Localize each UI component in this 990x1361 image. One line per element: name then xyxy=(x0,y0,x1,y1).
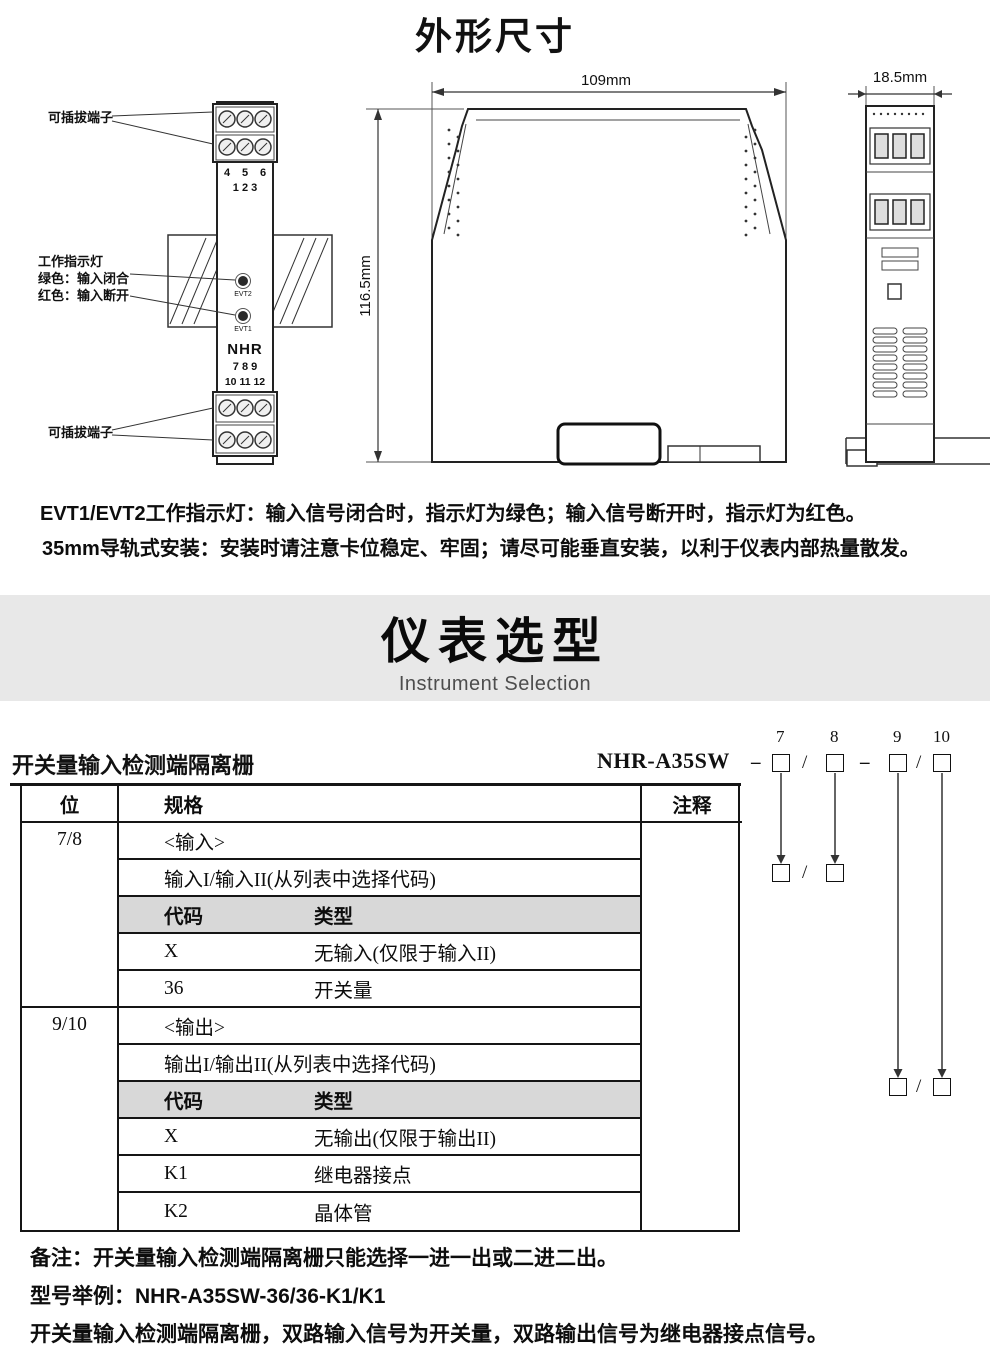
code-box-input-2 xyxy=(826,864,844,882)
indicator-label-line3: 红色：输入断开 xyxy=(38,288,129,303)
terminal-numbers-789: 7 8 9 xyxy=(233,361,257,373)
input-desc: 输入I/输入II(从列表中选择代码) xyxy=(117,860,642,897)
col-header-note: 注释 xyxy=(642,786,742,823)
table-top-rule xyxy=(10,783,741,786)
code-value: X xyxy=(164,1125,179,1147)
din-clip-block xyxy=(556,422,662,466)
section-banner: 仪表选型 Instrument Selection xyxy=(0,595,990,701)
type-value: 继电器接点 xyxy=(314,1166,412,1187)
type-header-label: 类型 xyxy=(314,1092,354,1113)
code-box-10 xyxy=(933,754,951,772)
dimensions-title: 外形尺寸 xyxy=(415,16,575,57)
type-value: 无输出(仅限于输出II) xyxy=(314,1129,496,1150)
terminal-numbers-101112: 10 11 12 xyxy=(225,376,265,388)
dash-separator: – xyxy=(751,752,761,773)
code-box-input-1 xyxy=(772,864,790,882)
footer-note-3: 开关量输入检测端隔离栅，双路输入信号为开关量，双路输出信号为继电器接点信号。 xyxy=(30,1323,828,1346)
type-value: 无输入(仅限于输入II) xyxy=(314,944,496,965)
code-value: X xyxy=(164,940,179,962)
dimension-drawings: 4 5 6 1 2 3 EVT2 EVT1 NHR 7 8 9 10 11 12 xyxy=(38,69,990,467)
indicator-note: EVT1/EVT2工作指示灯：输入信号闭合时，指示灯为绿色；输入信号断开时，指示… xyxy=(40,503,866,525)
footer-note-1: 备注：开关量输入检测端隔离栅只能选择一进一出或二进二出。 xyxy=(30,1247,618,1270)
contact-combs xyxy=(872,327,928,398)
code-value: 36 xyxy=(164,977,184,999)
position-cell-78: 7/8 xyxy=(22,823,117,1008)
terminal-number-5: 5 xyxy=(242,167,248,179)
code-box-7 xyxy=(772,754,790,772)
slash-separator: / xyxy=(802,752,808,773)
dim-height-label: 116.5mm xyxy=(357,255,374,316)
code-value: K1 xyxy=(164,1162,188,1184)
code-box-9 xyxy=(889,754,907,772)
input-code-header: 代码 类型 xyxy=(117,897,642,934)
nhr-logo: NHR xyxy=(227,341,263,358)
terminal-number-4: 4 xyxy=(224,167,231,179)
code-box-output-1 xyxy=(889,1078,907,1096)
code-header-label: 代码 xyxy=(164,907,204,928)
dash-separator: – xyxy=(860,752,870,773)
side-view: 109mm 116.5mm xyxy=(357,72,787,466)
leader-labels: 可插拔端子 工作指示灯 绿色：输入闭合 红色：输入断开 可插拔端子 xyxy=(38,110,236,441)
pluggable-terminal-label-top: 可插拔端子 xyxy=(48,110,113,125)
banner-subtitle: Instrument Selection xyxy=(398,673,592,695)
product-name: 开关量输入检测端隔离栅 xyxy=(12,753,255,778)
bottom-terminal-block xyxy=(212,391,278,457)
table-row: 36 开关量 xyxy=(117,971,642,1008)
indicator-label-line1: 工作指示灯 xyxy=(38,254,103,269)
digit-label-10: 10 xyxy=(933,727,950,746)
code-box-8 xyxy=(826,754,844,772)
output-desc: 输出I/输出II(从列表中选择代码) xyxy=(117,1045,642,1082)
selection-table: 位 规格 注释 7/8 <输入> 输入I/输入II(从列表中选择代码) 代码 类… xyxy=(20,786,742,1232)
vent-dots xyxy=(447,128,757,237)
end-view: 18.5mm xyxy=(845,69,990,467)
slash-separator: / xyxy=(916,1076,922,1097)
table-row: X 无输入(仅限于输入II) xyxy=(117,934,642,971)
dim-depth-label: 18.5mm xyxy=(873,69,927,86)
terminal-numbers-123: 1 2 3 xyxy=(233,182,257,194)
banner-title: 仪表选型 xyxy=(380,615,609,669)
led-label-evt2: EVT2 xyxy=(234,291,252,298)
col-header-spec: 规格 xyxy=(117,786,642,823)
front-view: 4 5 6 1 2 3 EVT2 EVT1 NHR 7 8 9 10 11 12 xyxy=(212,101,278,465)
code-value: K2 xyxy=(164,1200,188,1222)
output-code-header: 代码 类型 xyxy=(117,1082,642,1119)
table-row: X 无输出(仅限于输出II) xyxy=(117,1119,642,1156)
col-header-position: 位 xyxy=(22,786,117,823)
status-leds xyxy=(235,273,251,324)
output-subtitle: <输出> xyxy=(117,1008,642,1045)
digit-label-9: 9 xyxy=(893,727,902,746)
code-header-label: 代码 xyxy=(164,1092,204,1113)
type-header-label: 类型 xyxy=(314,907,354,928)
table-row: K1 继电器接点 xyxy=(117,1156,642,1193)
type-value: 晶体管 xyxy=(314,1204,373,1225)
type-value: 开关量 xyxy=(314,981,373,1002)
input-subtitle: <输入> xyxy=(117,823,642,860)
footer-note-2: 型号举例：NHR-A35SW-36/36-K1/K1 xyxy=(30,1285,386,1308)
digit-label-7: 7 xyxy=(776,727,785,746)
pluggable-terminal-label-bottom: 可插拔端子 xyxy=(48,425,113,440)
model-code: NHR-A35SW xyxy=(597,748,730,773)
clip-tray xyxy=(667,445,761,463)
slash-separator: / xyxy=(802,862,808,883)
terminal-number-6: 6 xyxy=(260,167,266,179)
code-box-output-2 xyxy=(933,1078,951,1096)
mounting-note: 35mm导轨式安装：安装时请注意卡位稳定、牢固；请尽可能垂直安装，以利于仪表内部… xyxy=(42,538,920,560)
slash-separator: / xyxy=(916,752,922,773)
position-cell-910: 9/10 xyxy=(52,1014,87,1035)
digit-label-8: 8 xyxy=(830,727,839,746)
note-column-empty xyxy=(642,823,742,1230)
led-label-evt1: EVT1 xyxy=(234,326,252,333)
dim-width-label: 109mm xyxy=(581,72,631,89)
indicator-label-line2: 绿色：输入闭合 xyxy=(38,271,130,286)
table-row: K2 晶体管 xyxy=(117,1193,642,1230)
top-terminal-block xyxy=(212,103,278,163)
